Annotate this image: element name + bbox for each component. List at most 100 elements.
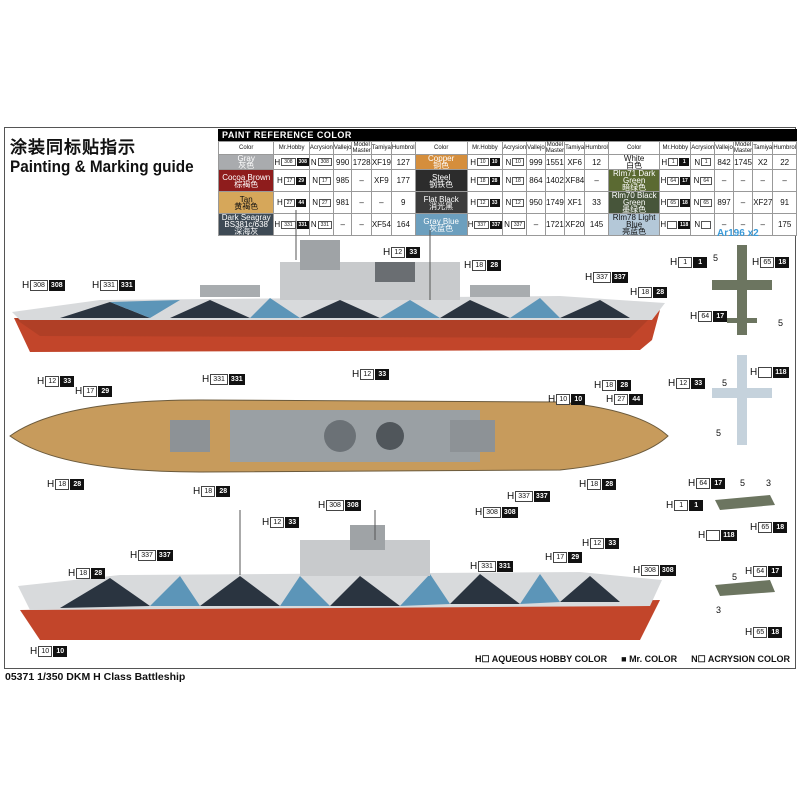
- decal-number: 5: [716, 428, 722, 438]
- column-header: Acrysion: [308, 141, 334, 155]
- humbrol-code: 9: [390, 191, 416, 214]
- decal-number: 5: [732, 572, 738, 582]
- column-header: Color: [217, 141, 275, 155]
- aircraft-label: Ar196 x2: [717, 228, 759, 239]
- aircraft-illustrations: [712, 245, 772, 335]
- vallejo-code: 981: [332, 191, 353, 214]
- model-master-code: –: [732, 213, 754, 236]
- column-header: Color: [414, 141, 468, 155]
- vallejo-code: 985: [332, 169, 353, 192]
- decal-number: 5: [740, 478, 746, 488]
- vallejo-code: 990: [332, 154, 353, 170]
- column-header: Model Master: [732, 141, 754, 155]
- vallejo-code: 864: [526, 169, 546, 192]
- humbrol-code: 145: [584, 213, 609, 236]
- tamiya-code: XF54: [370, 213, 392, 236]
- model-master-code: –: [351, 213, 372, 236]
- model-master-code: –: [351, 191, 372, 214]
- column-header: Model Master: [351, 141, 372, 155]
- acrysion-code: N: [690, 213, 716, 236]
- tamiya-code: XF20: [564, 213, 586, 236]
- humbrol-code: 127: [390, 154, 416, 170]
- title-chinese: 涂装同标贴指示: [10, 138, 136, 157]
- vallejo-code: –: [526, 213, 546, 236]
- model-master-code: –: [351, 169, 372, 192]
- tamiya-code: –: [752, 213, 774, 236]
- humbrol-code: 22: [772, 154, 797, 170]
- page-title: Painting & Marking guide: [10, 157, 194, 176]
- model-master-code: 1745: [732, 154, 754, 170]
- tamiya-code: XF27: [752, 191, 774, 214]
- tamiya-code: –: [752, 169, 774, 192]
- column-header: Tamiya: [370, 141, 392, 155]
- model-master-code: 1721: [544, 213, 566, 236]
- vallejo-code: 950: [526, 191, 546, 214]
- column-header: Color: [607, 141, 661, 155]
- model-master-code: 1728: [351, 154, 372, 170]
- decal-number: 5: [778, 318, 784, 328]
- color-legend: H☐ AQUEOUS HOBBY COLOR ■ Mr. COLOR N☐ AC…: [475, 654, 790, 665]
- tamiya-code: XF6: [564, 154, 586, 170]
- ship-side-view-bottom: [18, 510, 662, 640]
- column-header: Vallejo: [332, 141, 353, 155]
- decal-number: 5: [722, 378, 728, 388]
- column-header: Humbrol: [390, 141, 416, 155]
- model-master-code: –: [732, 169, 754, 192]
- column-header: Tamiya: [752, 141, 774, 155]
- column-header: Tamiya: [564, 141, 586, 155]
- column-header: Humbrol: [772, 141, 797, 155]
- humbrol-code: –: [772, 169, 797, 192]
- humbrol-code: –: [584, 169, 609, 192]
- decal-number: 3: [716, 605, 722, 615]
- tamiya-code: XF84: [564, 169, 586, 192]
- model-master-code: 1749: [544, 191, 566, 214]
- product-footer: 05371 1/350 DKM H Class Battleship: [5, 671, 186, 683]
